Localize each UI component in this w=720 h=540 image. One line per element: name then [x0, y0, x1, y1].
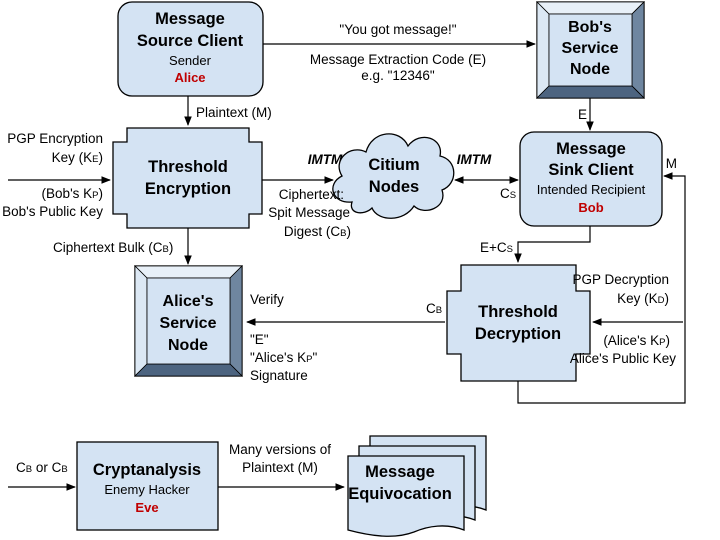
plaintext-label: Plaintext (M) [196, 105, 272, 120]
equivocation-line-2: Equivocation [348, 485, 452, 503]
cryptanalysis-name: Eve [135, 500, 158, 515]
source-client-title-2: Source Client [137, 32, 244, 50]
message-source-client: Message Source Client Sender Alice [117, 1, 264, 97]
cs-label: CS [500, 186, 516, 201]
cryptanalysis-role: Enemy Hacker [104, 482, 190, 497]
sink-client-line-1: Message [556, 140, 626, 158]
ciphertext-line-3: Digest (CB) [284, 224, 351, 239]
imtm-right-label: IMTM [457, 152, 492, 167]
citium-line-1: Citium [368, 156, 419, 174]
edge-m-feedback [517, 172, 686, 404]
sink-client-role: Intended Recipient [537, 182, 646, 197]
sink-client-name: Bob [578, 200, 603, 215]
bobs-service-node: Bob's Service Node [536, 1, 645, 99]
many-versions-line-1: Many versions of [229, 442, 331, 457]
alices-kp-line-2: Alice's Public Key [570, 351, 676, 366]
threshold-encryption: Threshold Encryption [112, 127, 263, 229]
ciphertext-line-2: Spit Message [268, 205, 350, 220]
e-plus-cs-label: E+CS [480, 240, 513, 255]
bobs-kp-line-2: Bob's Public Key [2, 204, 103, 219]
threshold-dec-line-2: Decryption [475, 325, 561, 343]
threshold-enc-line-1: Threshold [148, 158, 228, 176]
alice-node-line-3: Node [168, 337, 208, 354]
source-client-role: Sender [169, 53, 212, 68]
citium-line-2: Nodes [369, 178, 419, 196]
pgp-dec-key-line-2: Key (KD) [617, 291, 669, 306]
sink-client-line-2: Sink Client [548, 161, 634, 179]
bob-node-line-3: Node [570, 61, 610, 78]
alice-node-line-2: Service [160, 315, 217, 332]
got-message-label: "You got message!" [339, 22, 456, 37]
many-versions-line-2: Plaintext (M) [242, 460, 318, 475]
alices-kp-line-1: (Alice's KP) [603, 333, 670, 348]
cb-label: CB [426, 301, 442, 316]
e-label: E [578, 107, 587, 122]
alices-service-node: Alice's Service Node [134, 265, 243, 377]
ciphertext-line-1: Ciphertext: [279, 187, 344, 202]
bob-node-line-1: Bob's [568, 19, 612, 36]
verify-item-kp: "Alice's KP" [250, 350, 317, 365]
verify-item-e: "E" [250, 332, 269, 347]
verify-label: Verify [250, 292, 284, 307]
message-equivocation: Message Equivocation [347, 435, 487, 537]
verify-item-signature: Signature [250, 368, 308, 383]
m-label: M [666, 156, 677, 171]
bobs-kp-line-1: (Bob's KP) [42, 186, 103, 201]
imtm-left-label: IMTM [308, 152, 343, 167]
source-client-title-1: Message [155, 10, 225, 28]
pgp-dec-key-line-1: PGP Decryption [572, 272, 669, 287]
equivocation-line-1: Message [365, 463, 435, 481]
edges [8, 40, 686, 491]
message-sink-client: Message Sink Client Intended Recipient B… [519, 131, 663, 227]
threshold-enc-line-2: Encryption [145, 180, 231, 198]
cryptanalysis-box: Cryptanalysis Enemy Hacker Eve [76, 441, 219, 531]
alice-node-line-1: Alice's [163, 293, 214, 310]
extraction-code-example: e.g. "12346" [361, 68, 435, 83]
bob-node-line-2: Service [562, 40, 619, 57]
extraction-code-label: Message Extraction Code (E) [310, 52, 486, 67]
cb-or-cb-label: CB or CB [16, 460, 68, 475]
pgp-enc-key-line-1: PGP Encryption [7, 131, 103, 146]
pgp-enc-key-line-2: Key (KE) [52, 150, 103, 165]
citium-nodes-cloud: Citium Nodes [332, 133, 455, 219]
threshold-decryption: Threshold Decryption [446, 264, 591, 382]
cryptanalysis-title: Cryptanalysis [93, 461, 201, 479]
cipher-bulk-label: Ciphertext Bulk (CB) [53, 240, 173, 255]
source-client-name: Alice [174, 70, 205, 85]
threshold-dec-line-1: Threshold [478, 303, 558, 321]
edge-e-plus-cs [514, 226, 591, 263]
